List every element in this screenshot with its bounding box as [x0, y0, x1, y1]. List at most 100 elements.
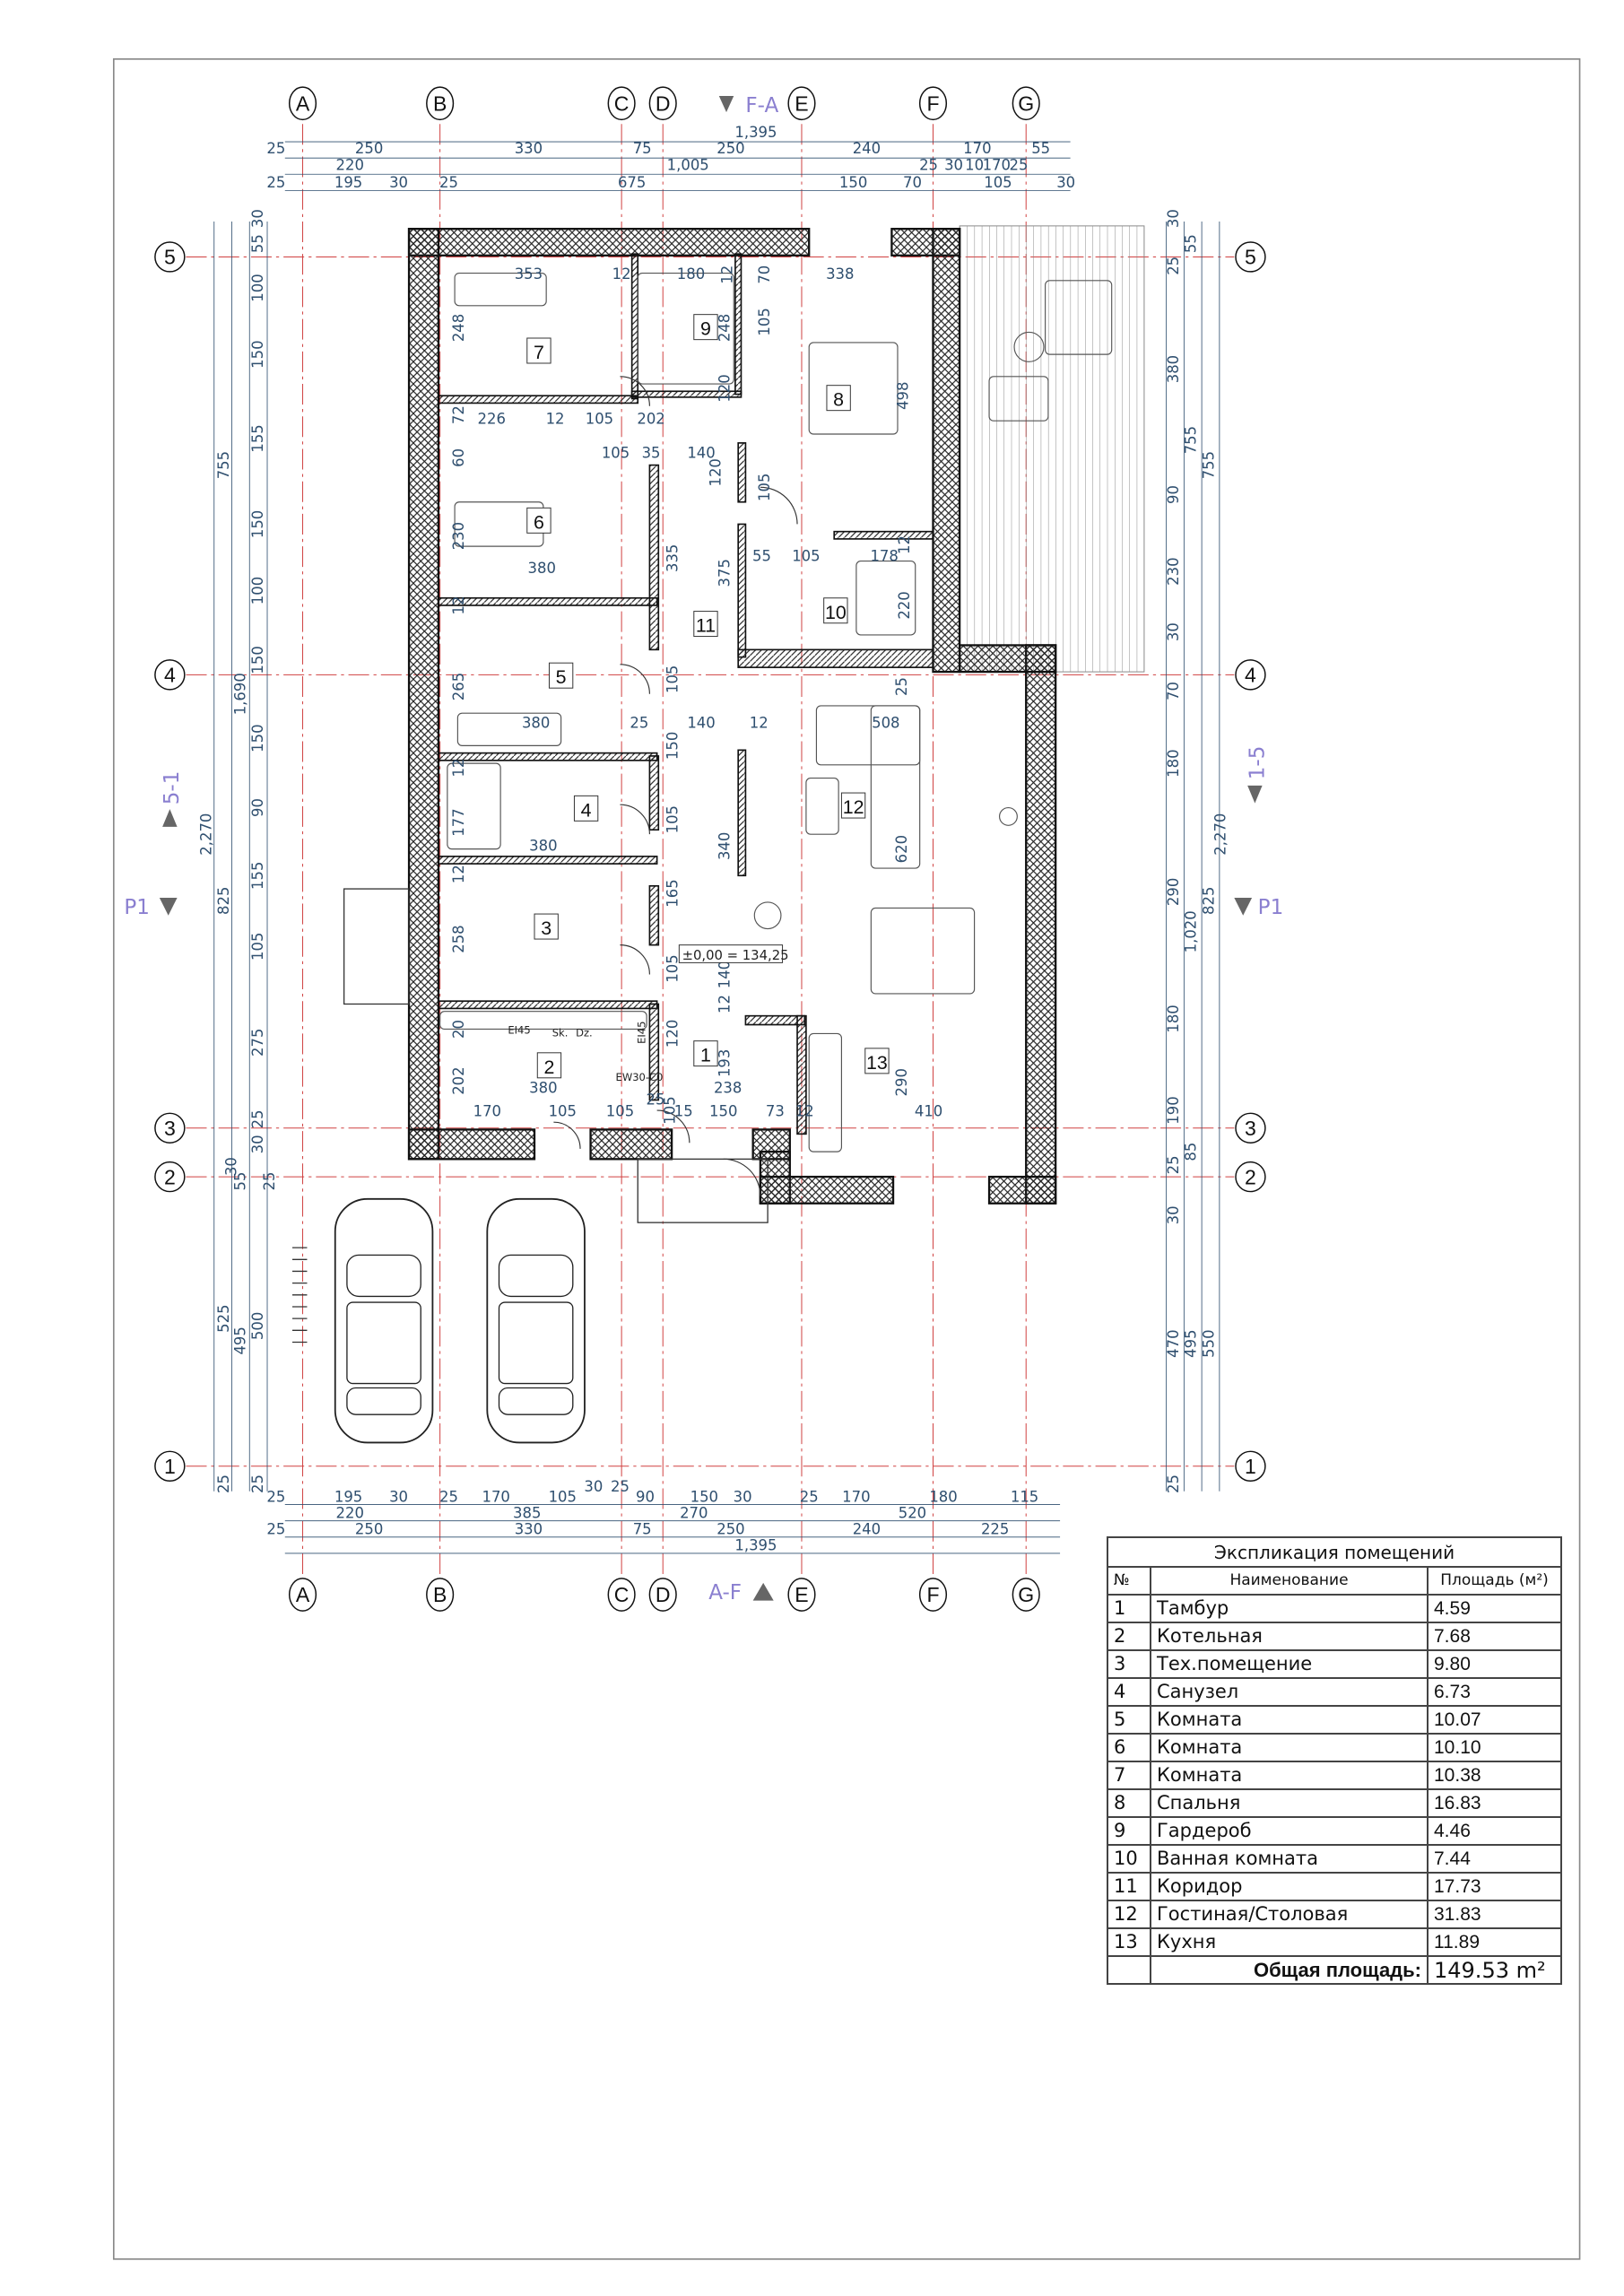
- elevation-mark: ±0,00 = 134,25: [678, 944, 789, 963]
- dimension-bottom: 330: [515, 1521, 543, 1538]
- room-number: 13: [866, 1052, 888, 1074]
- dimension-interior: 290: [893, 1068, 910, 1096]
- room-number-box: [573, 795, 599, 822]
- axis-bubble: [648, 1578, 677, 1612]
- dimension-interior: 620: [893, 835, 910, 863]
- dimension-left: 155: [249, 862, 266, 890]
- dimension-interior: 230: [450, 522, 467, 550]
- cell-area: 16.83: [1427, 1788, 1562, 1818]
- section-marks: F-A A-F 5-1 1-5 P1 P1: [124, 94, 1283, 1605]
- dimension-left: 825: [215, 887, 232, 915]
- room-number: 4: [581, 799, 592, 821]
- axis-bubble: [154, 1112, 186, 1144]
- dimension-left: 150: [249, 510, 266, 538]
- parking-cars: [292, 1197, 586, 1444]
- dimension-top: 25: [266, 174, 285, 191]
- dimension-right: 825: [1200, 887, 1217, 915]
- dimension-bottom: 170: [482, 1488, 509, 1505]
- axis-bubble: [154, 1161, 186, 1193]
- header-number: №: [1107, 1566, 1151, 1596]
- dimension-interior: 12: [450, 596, 467, 615]
- bed-icon: [808, 342, 899, 435]
- furniture: [439, 272, 1113, 1152]
- cell-name: Коридор: [1150, 1872, 1429, 1901]
- dimension-bottom: 195: [334, 1488, 362, 1505]
- axis-label-1: 1: [164, 1455, 176, 1478]
- room-number-box: [693, 611, 718, 638]
- dimension-right: 550: [1200, 1329, 1217, 1357]
- car-roof: [498, 1301, 574, 1385]
- axis-label-1: 1: [1245, 1455, 1256, 1478]
- dimension-interior: 20: [450, 1020, 467, 1039]
- dimension-interior: 120: [716, 374, 733, 402]
- room-number: 2: [544, 1057, 555, 1078]
- dimension-right: 1,020: [1183, 910, 1200, 952]
- door-swing-icon: [656, 1109, 690, 1144]
- axis-label-5: 5: [1245, 246, 1256, 269]
- dimension-bottom: 220: [336, 1504, 364, 1521]
- axis-label-B: B: [433, 91, 447, 115]
- dimension-interior: 105: [664, 954, 682, 982]
- dimension-interior: 248: [716, 314, 733, 342]
- dimension-right: 90: [1165, 485, 1182, 504]
- fire-rating-label: Dz.: [576, 1027, 593, 1039]
- dimension-interior: 220: [896, 591, 913, 619]
- dimension-right: 70: [1165, 682, 1182, 700]
- dimension-right: 470: [1165, 1329, 1182, 1357]
- interior-wall: [734, 253, 743, 396]
- dimension-interior: 105: [602, 444, 630, 461]
- cell-area: 10.38: [1427, 1761, 1562, 1790]
- room-number-box: [693, 1040, 718, 1067]
- section-arrow-left-icon: [162, 809, 178, 827]
- dimension-left: 30: [249, 1135, 266, 1153]
- dimension-interior: 498: [895, 382, 912, 410]
- cell-no: 10: [1107, 1844, 1151, 1874]
- dimension-interior: 380: [529, 837, 557, 854]
- dimension-interior: 338: [826, 265, 854, 283]
- dimension-interior: 410: [915, 1103, 942, 1120]
- dimension-bottom: 30: [734, 1488, 752, 1505]
- dimension-interior: 12: [750, 715, 769, 732]
- axis-bubble: [607, 1578, 636, 1612]
- dimension-bottom: 385: [513, 1504, 541, 1521]
- room-number-box: [864, 1048, 890, 1074]
- cell-area: 7.68: [1427, 1622, 1562, 1651]
- dimension-interior: 12: [716, 995, 733, 1013]
- cell-name: Гостиная/Столовая: [1150, 1900, 1429, 1929]
- wardrobe-icon: [637, 272, 734, 385]
- dimension-bottom: 105: [549, 1488, 577, 1505]
- cell-name: Кухня: [1150, 1927, 1429, 1957]
- cell-area: 9.80: [1427, 1649, 1562, 1679]
- dimension-interior: 12: [450, 865, 467, 883]
- dimension-bottom: 25: [800, 1488, 819, 1505]
- dimension-right: 180: [1165, 749, 1182, 777]
- dimension-bottom: 25: [266, 1488, 285, 1505]
- dimension-bottom: 75: [633, 1521, 652, 1538]
- dimension-interior: 55: [752, 548, 771, 565]
- cell-no: 11: [1107, 1872, 1151, 1901]
- dimension-interior: 248: [450, 314, 467, 342]
- axis-label-C: C: [614, 91, 630, 115]
- fire-rating-label: Sk.: [552, 1027, 569, 1039]
- plant-icon: [753, 901, 782, 930]
- cell-area: 6.73: [1427, 1677, 1562, 1707]
- dimension-left: 1,690: [231, 673, 248, 715]
- sofa-icon: [815, 705, 921, 766]
- interior-wall: [648, 1003, 660, 1101]
- interior-wall: [744, 1014, 806, 1026]
- dining-table-icon: [870, 907, 976, 995]
- axis-bubble: [154, 659, 186, 691]
- door-swing-icon: [553, 1121, 581, 1149]
- dimension-left: 150: [249, 724, 266, 752]
- dimension-interior: 226: [478, 410, 506, 427]
- room-number: 7: [534, 342, 544, 363]
- axis-label-5: 5: [164, 246, 176, 269]
- axis-bubble: [426, 1578, 455, 1612]
- dimension-interior: 70: [756, 265, 773, 284]
- dimension-top: 250: [355, 140, 383, 157]
- exterior-wall: [932, 228, 961, 674]
- axis-label-D: D: [656, 91, 671, 115]
- dimension-interior: 105: [792, 548, 820, 565]
